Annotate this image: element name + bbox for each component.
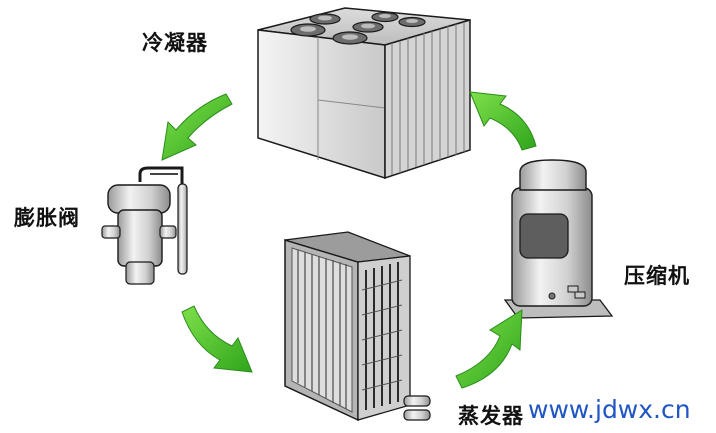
flow-arrow-valve-to-evaporator — [181, 305, 253, 373]
expansion-valve-illustration — [101, 166, 188, 285]
flow-arrow-condenser-to-valve — [161, 93, 233, 161]
watermark-url: www.jdwx.cn — [528, 395, 691, 424]
compressor-illustration — [503, 159, 614, 319]
evaporator-label: 蒸发器 — [458, 404, 524, 428]
expansion-valve-label: 膨胀阀 — [14, 206, 80, 230]
flow-arrow-evaporator-to-compressor — [455, 309, 523, 389]
flow-arrow-compressor-to-condenser — [469, 91, 537, 151]
condenser-illustration — [257, 7, 471, 180]
compressor-label: 压缩机 — [624, 264, 690, 288]
condenser-label: 冷凝器 — [142, 31, 208, 55]
evaporator-illustration — [284, 231, 431, 422]
